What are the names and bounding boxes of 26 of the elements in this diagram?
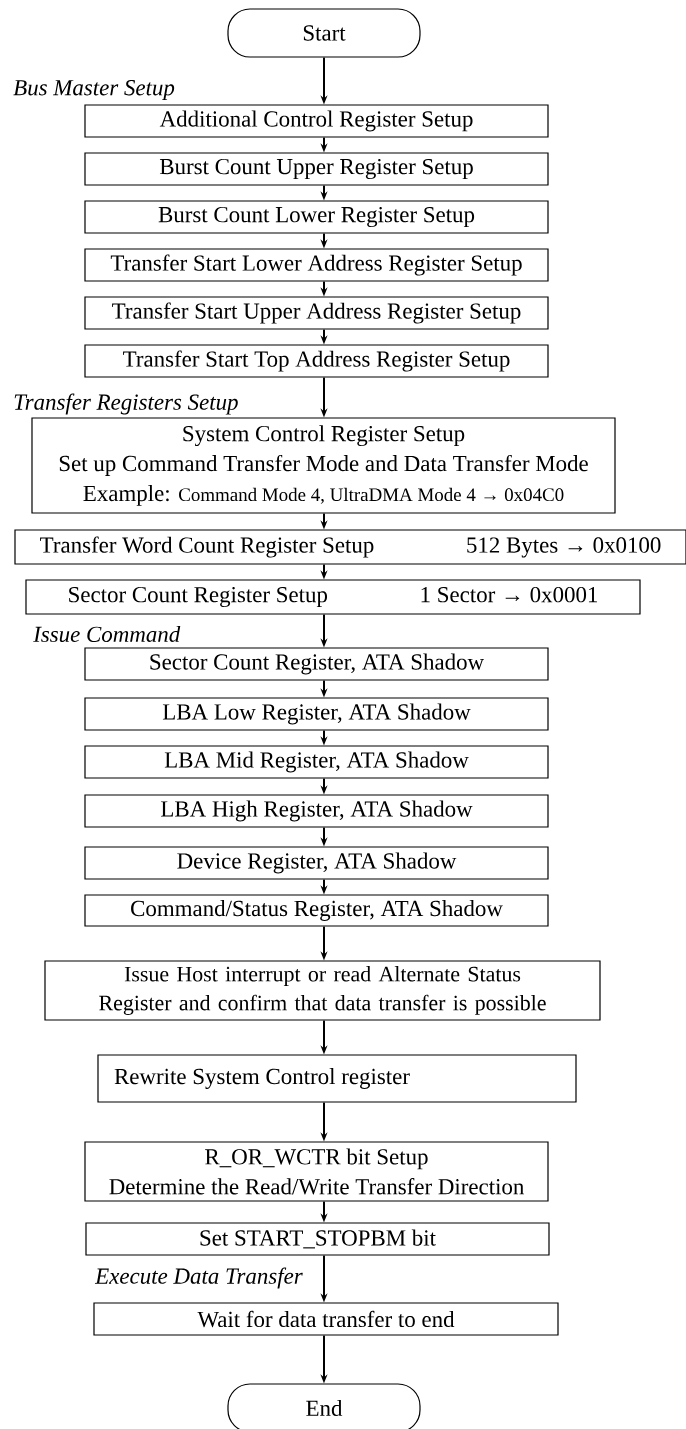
process-box: Issue Host interrupt or read Alternate Status Register and confirm that data transfer is possible bbox=[44, 960, 601, 1021]
process-box: Transfer Start Lower Address Register Setup bbox=[84, 248, 549, 282]
process-box: System Control Register Setup Set up Command Transfer Mode and Data Transfer Mode Example: Command Mode 4, UltraDMA Mode 4 → 0x04C0 bbox=[31, 417, 616, 514]
section-label: Transfer Registers Setup bbox=[14, 393, 238, 415]
process-box: R_OR_WCTR bit Setup Determine the Read/Write Transfer Direction bbox=[84, 1141, 549, 1202]
process-box: Device Register, ATA Shadow bbox=[84, 846, 549, 880]
process-box: Rewrite System Control register bbox=[97, 1054, 577, 1103]
process-box: Sector Count Register, ATA Shadow bbox=[84, 647, 549, 681]
process-box: Additional Control Register Setup bbox=[84, 104, 549, 138]
process-box: Command/Status Register, ATA Shadow bbox=[84, 894, 549, 927]
section-label: Issue Command bbox=[33, 625, 181, 643]
process-box: Transfer Start Upper Address Register Setup bbox=[84, 296, 549, 330]
process-box: Transfer Word Count Register Setup 512 Bytes → 0x0100 bbox=[14, 529, 686, 565]
process-box: Burst Count Lower Register Setup bbox=[84, 200, 549, 234]
process-box: Wait for data transfer to end bbox=[93, 1302, 559, 1336]
process-box: Burst Count Upper Register Setup bbox=[84, 152, 549, 186]
terminal-box: Start bbox=[227, 8, 421, 58]
process-box: Sector Count Register Setup 1 Sector → 0x0001 bbox=[25, 579, 641, 615]
process-box: Set START_STOPBM bit bbox=[85, 1222, 550, 1256]
process-box: LBA Mid Register, ATA Shadow bbox=[84, 745, 549, 779]
section-label: Execute Data Transfer bbox=[94, 1267, 303, 1289]
process-box: LBA Low Register, ATA Shadow bbox=[84, 697, 549, 731]
section-label: Bus Master Setup bbox=[13, 80, 175, 101]
terminal-box: End bbox=[227, 1383, 421, 1429]
process-box: Transfer Start Top Address Register Setup bbox=[84, 344, 549, 378]
process-box: LBA High Register, ATA Shadow bbox=[84, 794, 549, 828]
